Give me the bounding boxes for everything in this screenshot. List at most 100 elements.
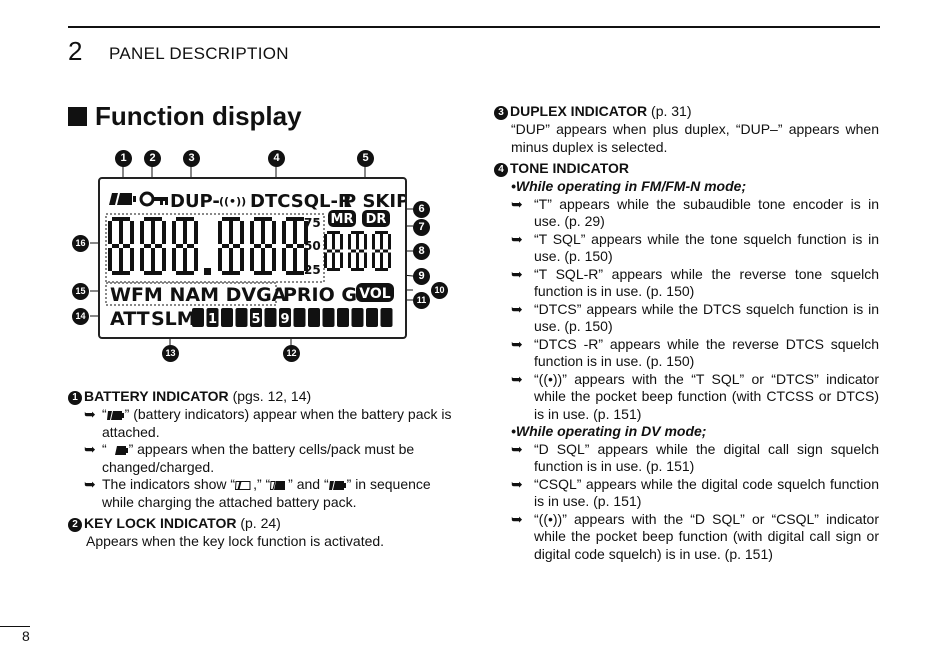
callout-2: 2 bbox=[144, 150, 161, 167]
footer-rule bbox=[0, 626, 30, 627]
number-badge: 2 bbox=[68, 518, 82, 532]
tone-fm-item: ➥ “((•))” appears with the “T SQL” or “DT… bbox=[494, 371, 879, 424]
callout-6: 6 bbox=[413, 201, 430, 218]
chapter-number: 2 bbox=[68, 36, 83, 66]
keylock-text: Appears when the key lock function is ac… bbox=[86, 533, 385, 549]
callout-13: 13 bbox=[162, 345, 179, 362]
duplex-ref: (p. 31) bbox=[651, 103, 692, 119]
keylock-ref: (p. 24) bbox=[240, 515, 281, 531]
lcd-segments: DUP- ((•)) DTCSQL-R P SKIP 75 50 25 MR D… bbox=[105, 191, 405, 330]
segment-digit bbox=[250, 217, 276, 275]
bar-50-label: 50 bbox=[304, 239, 321, 253]
battery-outline-icon bbox=[235, 480, 251, 490]
callout-8: 8 bbox=[413, 243, 430, 260]
s-meter-segment bbox=[351, 308, 364, 327]
tone-dv-item: ➥“((•))” appears with the “D SQL” or “CS… bbox=[494, 511, 879, 564]
tone-dv-list: ➥ “D SQL” appears while the digital call … bbox=[494, 441, 879, 564]
segment-digit bbox=[172, 217, 198, 275]
callout-1: 1 bbox=[115, 150, 132, 167]
chapter-title: PANEL DESCRIPTION bbox=[109, 44, 289, 63]
pskip-indicator: P SKIP bbox=[343, 191, 405, 212]
segment-digit bbox=[140, 217, 166, 275]
s-meter-label: 1 bbox=[208, 312, 217, 327]
lcd-function-display: DUP- ((•)) DTCSQL-R P SKIP 75 50 25 MR D… bbox=[98, 177, 407, 339]
pocket-beep-indicator: ((•)) bbox=[219, 195, 246, 208]
callout-16: 16 bbox=[72, 235, 89, 252]
tone-dv-item-text: “((•))” appears with the “D SQL” or “CSQ… bbox=[534, 510, 879, 562]
battery-bullet-3: ➥ The indicators show “,” “” and “” in s… bbox=[68, 476, 453, 511]
tone-sub-fm: •While operating in FM/FM-N mode; bbox=[511, 178, 747, 194]
callout-5: 5 bbox=[357, 150, 374, 167]
segment-digit bbox=[108, 217, 134, 275]
tone-fm-item: ➥“T SQL” appears while the tone squelch … bbox=[494, 231, 879, 266]
tone-fm-item-text: “T SQL-R” appears while the reverse tone… bbox=[534, 265, 879, 300]
bar-75-label: 75 bbox=[304, 216, 321, 230]
arrow-icon: ➥ bbox=[511, 265, 523, 282]
battery-ref: (pgs. 12, 14) bbox=[232, 388, 312, 404]
s-meter-segment bbox=[192, 308, 204, 327]
battery-bullet-1-text: ” (battery indicators) appear when the b… bbox=[102, 406, 452, 440]
callout-9: 9 bbox=[413, 268, 430, 285]
quote: “ bbox=[102, 441, 107, 457]
mode-indicators: WFM NAM DVGA bbox=[110, 284, 287, 306]
arrow-icon: ➥ bbox=[84, 476, 96, 492]
s-meter-segment bbox=[235, 308, 248, 327]
prio-g-indicator: PRIO G bbox=[283, 284, 357, 306]
tone-dv-item: ➥“D SQL” appears while the digital call … bbox=[494, 441, 879, 476]
tone-fm-item-text: “T SQL” appears while the tone squelch f… bbox=[534, 230, 879, 265]
arrow-icon: ➥ bbox=[511, 335, 523, 352]
segment-digit bbox=[348, 231, 367, 271]
s-meter-label: 5 bbox=[251, 312, 260, 327]
arrow-icon: ➥ bbox=[511, 370, 523, 387]
s-meter-segment bbox=[366, 308, 378, 327]
s-meter-segment bbox=[380, 308, 393, 327]
s-meter-segment bbox=[264, 308, 277, 327]
segment-digit bbox=[218, 217, 244, 275]
callout-7: 7 bbox=[413, 219, 430, 236]
quote: “ bbox=[102, 406, 107, 422]
dup-indicator: DUP- bbox=[170, 191, 220, 212]
tone-fm-item-text: “DTCS -R” appears while the reverse DTCS… bbox=[534, 335, 879, 370]
callout-11: 11 bbox=[413, 292, 430, 309]
tone-dv-item: ➥“CSQL” appears while the digital code s… bbox=[494, 476, 879, 511]
tone-fm-item: ➥ “T SQL-R” appears while the reverse ton… bbox=[494, 266, 879, 301]
battery-bullet-1: ➥ “” (battery indicators) appear when th… bbox=[68, 406, 453, 441]
tone-fm-list: ➥ “T” appears while the subaudible tone e… bbox=[494, 196, 879, 424]
s-meter-segment bbox=[206, 308, 219, 327]
callout-15: 15 bbox=[72, 283, 89, 300]
tone-fm-item: ➥“T” appears while the subaudible tone e… bbox=[494, 196, 879, 231]
battery-bullet-2-text: ” appears when the battery cells/pack mu… bbox=[102, 441, 415, 475]
decimal-point bbox=[204, 268, 211, 275]
battery-full-icon bbox=[106, 410, 124, 420]
tone-indicator: DTCSQL-R bbox=[250, 191, 352, 212]
s-meter-segment bbox=[279, 308, 291, 327]
arrow-icon: ➥ bbox=[511, 475, 523, 492]
s-meter-segment bbox=[322, 308, 335, 327]
segment-digit bbox=[372, 231, 391, 271]
tone-title: TONE INDICATOR bbox=[510, 160, 630, 176]
tone-dv-item-text: “D SQL” appears while the digital call s… bbox=[534, 440, 879, 475]
callout-10: 10 bbox=[431, 282, 448, 299]
page-number: 8 bbox=[22, 628, 30, 644]
s-meter-segment bbox=[308, 308, 320, 327]
battery-half-icon bbox=[270, 480, 286, 490]
s-meter-segment bbox=[250, 308, 262, 327]
battery-bullet-3-text-a: The indicators show “ bbox=[102, 476, 236, 492]
slm-indicator: SLM bbox=[151, 308, 196, 330]
battery-bullet-2: ➥ “ ” appears when the battery cells/pac… bbox=[68, 441, 453, 476]
s-meter-segment bbox=[337, 308, 349, 327]
tone-fm-item-text: “((•))” appears with the “T SQL” or “DTC… bbox=[534, 370, 879, 422]
tone-fm-item-text: “T” appears while the subaudible tone en… bbox=[534, 195, 879, 230]
tone-sub-dv: •While operating in DV mode; bbox=[511, 423, 707, 439]
callout-4: 4 bbox=[268, 150, 285, 167]
tone-fm-item: ➥ “DTCS -R” appears while the reverse DTC… bbox=[494, 336, 879, 371]
battery-bullet-3-text-c: ” and “ bbox=[288, 476, 329, 492]
number-badge: 1 bbox=[68, 391, 82, 405]
